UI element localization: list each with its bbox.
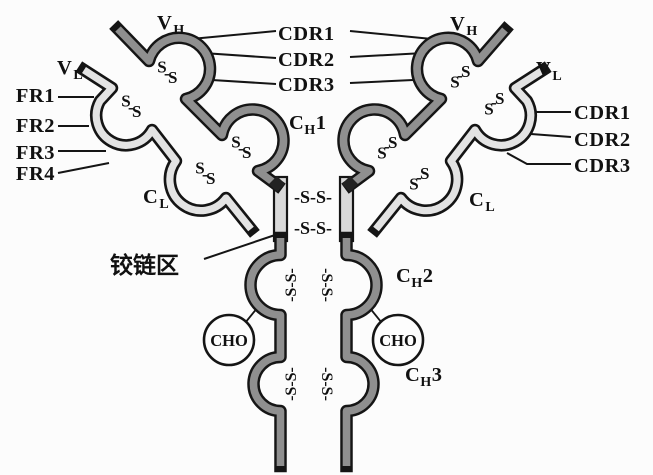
ch3-num: 3 <box>432 364 443 386</box>
cl-left-base: C <box>143 186 158 208</box>
vl-left-label: VL <box>57 57 83 83</box>
hinge-junction-diamond-left <box>269 176 285 192</box>
vl-left-base: V <box>57 57 72 79</box>
cdr2-center-label: CDR2 <box>278 49 335 71</box>
cdr1-right-arm-pointer-line <box>349 30 433 40</box>
heavy-chain-right <box>343 30 505 466</box>
vh-right-sub: H <box>466 24 477 39</box>
ch3-base: C <box>405 364 420 386</box>
ss-bond-hinge-upper: -S-S- <box>294 187 332 207</box>
ch2-base: C <box>396 265 411 287</box>
ss-bond-vl-right: S-S <box>475 84 514 123</box>
vl-right-label: VL <box>536 58 562 84</box>
ss-bond-vl-left: S-S <box>112 87 151 126</box>
cho-glycan-circle-left <box>202 313 256 367</box>
ch3-sub: H <box>420 375 431 390</box>
ch2-label: CH2 <box>396 265 433 291</box>
vh-left-base: V <box>157 12 172 34</box>
vh-left-sub: H <box>173 23 184 38</box>
ss-bond-ch2-left: -S-S- <box>283 268 300 302</box>
ch1-label: CH1 <box>289 112 326 138</box>
cdr1-right-label: CDR1 <box>574 102 631 124</box>
cl-left-sub: L <box>159 197 169 212</box>
fr3-label: FR3 <box>16 142 55 164</box>
cl-left-label: CL <box>143 186 169 212</box>
ss-bond-hinge-lower: -S-S- <box>294 218 332 238</box>
cl-right-base: C <box>469 189 484 211</box>
ch2-sub: H <box>411 276 422 291</box>
cho-glycan-label-right: CHO <box>379 331 417 350</box>
cdr3-center-label: CDR3 <box>278 74 335 96</box>
cdr1-center-label: CDR1 <box>278 23 335 45</box>
hinge-pointer-line <box>203 232 282 260</box>
ss-bond-ch3-right: -S-S- <box>318 367 335 401</box>
cdr3-left-pointer-line <box>211 79 277 85</box>
vh-left-label: VH <box>157 12 185 38</box>
cdr2-right-arm-pointer-line <box>349 52 425 58</box>
ss-bond-cl-left: S-S <box>186 154 225 193</box>
heavy-chain-left <box>118 29 284 466</box>
vl-right-sub: L <box>552 69 562 84</box>
cdr3-right-arm-pointer-line <box>349 79 414 84</box>
fr2-label: FR2 <box>16 115 55 137</box>
ss-bond-cl-right: S-S <box>400 159 439 198</box>
hinge-region-label: 铰链区 <box>110 252 179 279</box>
fr4-label: FR4 <box>16 163 55 185</box>
vl-right-base: V <box>536 58 551 80</box>
cho-glycan-circle-right <box>371 313 425 367</box>
ss-bond-ch3-left: -S-S- <box>283 367 300 401</box>
vl-left-sub: L <box>73 68 83 83</box>
cl-right-sub: L <box>485 200 495 215</box>
ch1-num: 1 <box>316 112 327 134</box>
ss-bond-ch2-right: -S-S- <box>318 268 335 302</box>
fr1-label: FR1 <box>16 85 55 107</box>
cdr3-right-label: CDR3 <box>574 155 631 177</box>
ch3-label: CH3 <box>405 364 442 390</box>
cdr2-left-pointer-line <box>202 52 277 59</box>
cdr3-far-right-pointer-line <box>506 152 571 165</box>
ch1-base: C <box>289 112 304 134</box>
cdr2-far-right-pointer-line <box>530 133 572 138</box>
vh-right-base: V <box>450 13 465 35</box>
ch2-num: 2 <box>423 265 434 287</box>
cdr1-left-pointer-line <box>190 30 277 40</box>
ch1-sub: H <box>304 123 315 138</box>
light-chain-right <box>376 70 543 229</box>
cho-glycan-label-left: CHO <box>210 331 248 350</box>
fr4-pointer-line <box>57 162 110 174</box>
cl-right-label: CL <box>469 189 495 215</box>
vh-right-label: VH <box>450 13 478 39</box>
hinge-junction-diamond-right <box>342 176 358 192</box>
cdr2-right-label: CDR2 <box>574 129 631 151</box>
label-pointer-lines <box>57 30 572 324</box>
